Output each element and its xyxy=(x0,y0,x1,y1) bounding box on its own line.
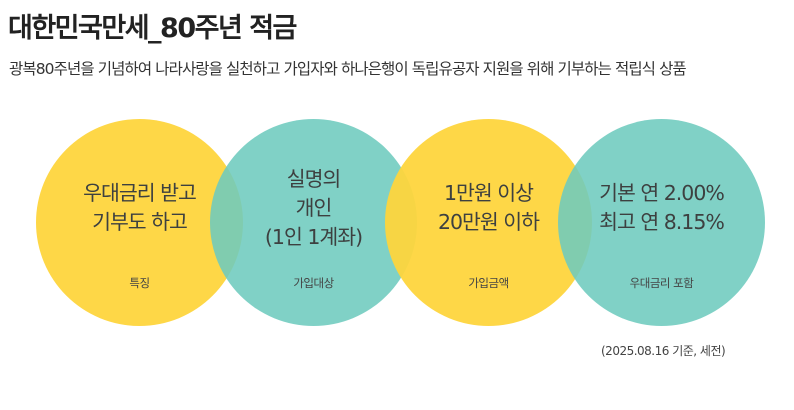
circle-label: 가입대상 xyxy=(293,276,334,290)
circle-line: (1인 1계좌) xyxy=(264,225,363,249)
circle-eligibility: 실명의 개인 (1인 1계좌) 가입대상 xyxy=(210,119,417,326)
circle-line: 우대금리 받고 xyxy=(83,181,197,205)
circle-amount: 1만원 이상 20만원 이하 가입금액 xyxy=(385,119,592,326)
circle-line: 실명의 xyxy=(286,167,342,191)
circle-line: 최고 연 8.15% xyxy=(599,210,725,234)
circle-line: 기부도 하고 xyxy=(92,210,188,234)
circle-line: 20만원 이하 xyxy=(437,210,540,234)
circle-label: 우대금리 포함 xyxy=(629,276,694,290)
circle-label: 가입금액 xyxy=(468,276,509,290)
circle-feature: 우대금리 받고 기부도 하고 특징 xyxy=(36,119,243,326)
circle-main-text: 기본 연 2.00% 최고 연 8.15% xyxy=(558,179,765,237)
circle-interest-rate: 기본 연 2.00% 최고 연 8.15% 우대금리 포함 xyxy=(558,119,765,326)
circle-line: 개인 xyxy=(295,196,333,220)
circle-main-text: 1만원 이상 20만원 이하 xyxy=(385,179,592,237)
circle-line: 기본 연 2.00% xyxy=(599,181,725,205)
circle-line: 1만원 이상 xyxy=(444,181,534,205)
page-title: 대한민국만세_80주년 적금 xyxy=(8,13,297,44)
circle-main-text: 실명의 개인 (1인 1계좌) xyxy=(210,165,417,252)
footnote: (2025.08.16 기준, 세전) xyxy=(601,344,726,358)
circle-main-text: 우대금리 받고 기부도 하고 xyxy=(36,179,243,237)
circle-label: 특징 xyxy=(129,276,150,290)
page-subtitle: 광복80주년을 기념하여 나라사랑을 실천하고 가입자와 하나은행이 독립유공자… xyxy=(9,60,687,78)
